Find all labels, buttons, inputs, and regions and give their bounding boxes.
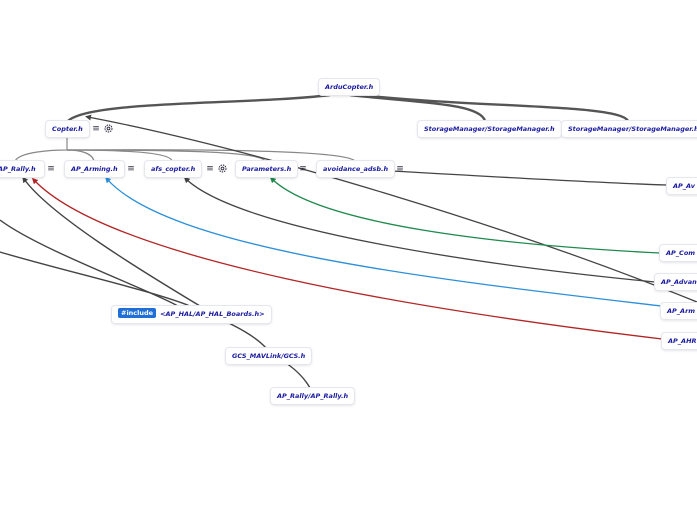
rally-menu-icon[interactable]: ≡ [47,164,55,174]
node-arming[interactable]: AP_Arming.h [65,161,124,177]
link-left-to-include-1 [0,219,179,307]
node-avoidance-adsb[interactable]: avoidance_adsb.h [317,161,395,177]
node-right-advan[interactable]: AP_Advan [655,274,697,290]
node-right-com-label: AP_Com [666,249,696,257]
node-copter[interactable]: Copter.h [46,121,89,137]
node-parameters[interactable]: Parameters.h [236,161,298,177]
copter-gear-icon[interactable] [103,123,114,134]
node-storage-2-label: StorageManager/StorageManager.h [568,125,697,133]
node-ap-rally[interactable]: AP_Rally/AP_Rally.h [271,388,355,404]
afs-gear-icon[interactable] [217,163,228,174]
tree-link-copter-parameters [66,149,266,162]
node-include[interactable]: #include<AP_HAL/AP_HAL_Boards.h> [112,306,271,323]
afs-menu-icon[interactable]: ≡ [206,164,214,174]
link-arm-to-arming [105,176,662,307]
link-advan-to-afs [183,176,656,283]
link-left-to-include-2 [0,251,191,307]
adsb-menu-icon[interactable]: ≡ [396,164,404,174]
node-right-av[interactable]: AP_Av [667,178,697,194]
parameters-menu-icon[interactable]: ≡ [299,164,307,174]
node-rally-label: AP_Rally.h [0,165,36,173]
node-right-arm[interactable]: AP_Arm [661,303,697,319]
node-gcs[interactable]: GCS_MAVLink/GCS.h [226,348,312,364]
node-arducopter[interactable]: ArduCopter.h [319,79,380,95]
node-right-ahr-label: AP_AHR [668,337,697,345]
node-storage-1-label: StorageManager/StorageManager.h [424,125,555,133]
include-badge: #include [118,308,157,318]
node-storage-1[interactable]: StorageManager/StorageManager.h [418,121,561,137]
copter-menu-icon[interactable]: ≡ [92,124,100,134]
node-ap-rally-label: AP_Rally/AP_Rally.h [277,392,349,400]
node-rally[interactable]: AP_Rally.h [0,161,44,177]
tree-link-arducopter-storage2 [359,93,630,122]
link-ahr-to-rally [31,177,663,340]
tree-link-arducopter-copter [67,93,331,122]
node-afs-copter-label: afs_copter.h [151,165,196,173]
node-storage-2[interactable]: StorageManager/StorageManager.h [562,121,697,137]
link-adsb-to-right-av [391,170,668,186]
node-afs-copter[interactable]: afs_copter.h [145,161,202,177]
node-arducopter-label: ArduCopter.h [325,83,374,91]
tree-link-copter-adsb [66,149,356,162]
tree-link-copter-rally [14,138,68,162]
node-include-label: <AP_HAL/AP_HAL_Boards.h> [160,310,265,318]
arming-menu-icon[interactable]: ≡ [127,164,135,174]
node-right-av-label: AP_Av [673,182,695,190]
node-avoidance-adsb-label: avoidance_adsb.h [323,165,389,173]
node-arming-label: AP_Arming.h [71,165,118,173]
node-right-com[interactable]: AP_Com [660,245,697,261]
tree-link-copter-arming [66,149,95,162]
node-right-advan-label: AP_Advan [661,278,697,286]
node-right-ahr[interactable]: AP_AHR [662,333,697,349]
link-com-to-parameters [269,176,661,254]
link-right-to-copter [85,114,697,303]
node-copter-label: Copter.h [52,125,83,133]
node-gcs-label: GCS_MAVLink/GCS.h [232,352,306,360]
node-parameters-label: Parameters.h [242,165,292,173]
node-right-arm-label: AP_Arm [667,307,696,315]
link-include-to-rally [22,176,201,307]
